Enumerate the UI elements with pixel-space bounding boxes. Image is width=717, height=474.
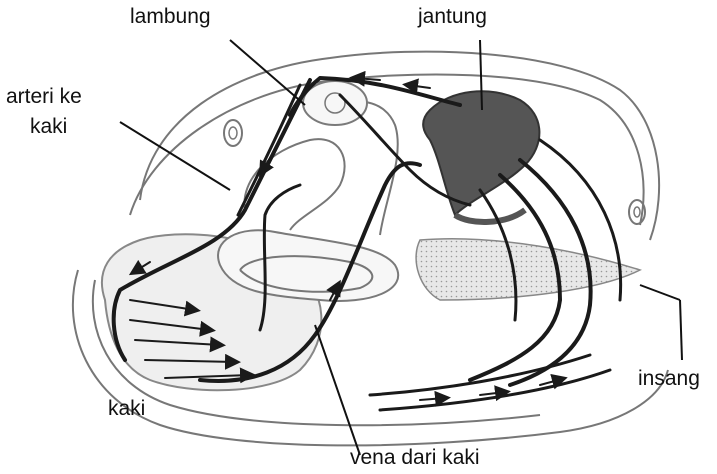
label-arteri-ke: arteri ke: [6, 86, 82, 107]
gill-tissue: [416, 239, 640, 300]
label-arteri-kaki: kaki: [30, 116, 67, 137]
label-insang: insang: [638, 368, 700, 389]
label-lambung: lambung: [130, 6, 211, 27]
label-jantung: jantung: [418, 6, 487, 27]
stomach-organ: [303, 81, 367, 125]
heart-organ: [423, 91, 539, 222]
label-vena-dari-kaki: vena dari kaki: [350, 447, 480, 468]
label-kaki: kaki: [108, 398, 145, 419]
